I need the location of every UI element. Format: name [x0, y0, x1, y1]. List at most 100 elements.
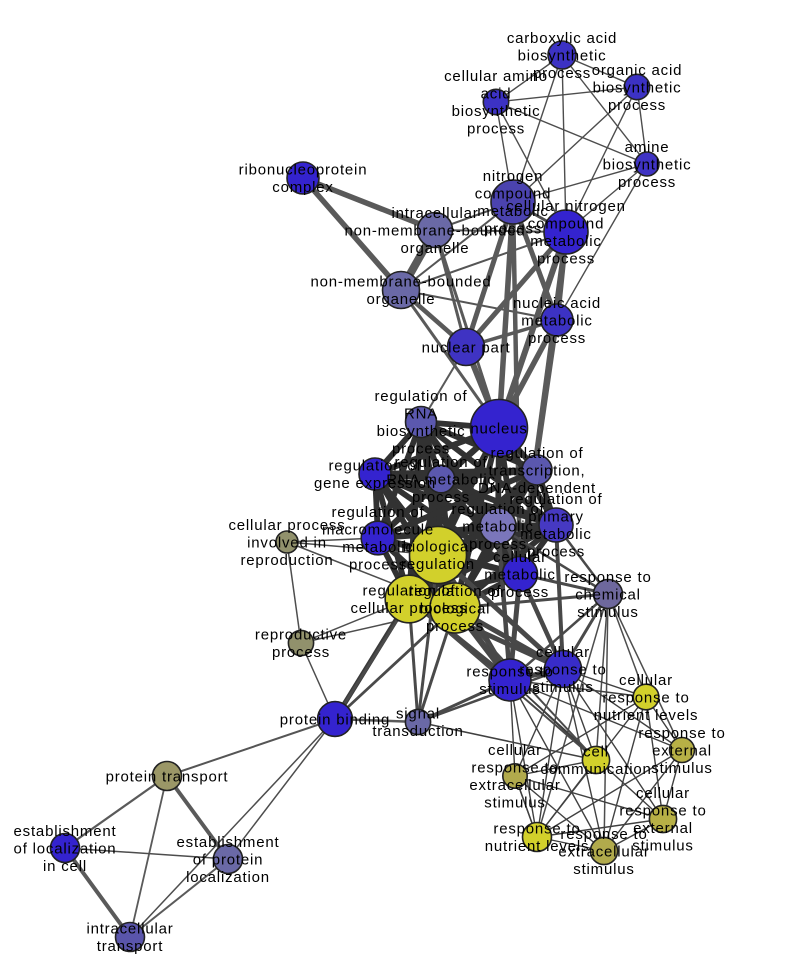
svg-text:nutrient levels: nutrient levels — [594, 707, 699, 724]
svg-text:stimulus: stimulus — [484, 795, 545, 812]
svg-text:reproduction: reproduction — [241, 552, 334, 569]
svg-text:complex: complex — [272, 179, 333, 196]
svg-text:stimulus: stimulus — [479, 681, 540, 698]
svg-text:extracellular: extracellular — [558, 843, 649, 860]
svg-text:process: process — [484, 221, 542, 238]
svg-text:cell: cell — [583, 744, 609, 761]
svg-text:cellular: cellular — [619, 672, 673, 689]
svg-text:RNA metabolic: RNA metabolic — [386, 471, 496, 488]
svg-text:response to: response to — [638, 725, 725, 742]
svg-text:stimulus: stimulus — [651, 760, 712, 777]
svg-text:involved in: involved in — [247, 534, 327, 551]
svg-text:cellular process: cellular process — [350, 600, 467, 617]
svg-text:organelle: organelle — [367, 291, 436, 308]
svg-text:process: process — [426, 618, 484, 635]
svg-text:establishment: establishment — [14, 823, 117, 840]
svg-text:transduction: transduction — [372, 723, 463, 740]
svg-text:organic acid: organic acid — [592, 62, 682, 79]
svg-text:response to: response to — [560, 826, 647, 843]
svg-text:metabolic: metabolic — [477, 203, 548, 220]
svg-text:intracellular: intracellular — [86, 921, 173, 938]
svg-text:biosynthetic: biosynthetic — [593, 79, 682, 96]
svg-text:stimulus: stimulus — [632, 838, 693, 855]
svg-text:nuclear part: nuclear part — [422, 339, 511, 356]
svg-text:process: process — [392, 441, 450, 458]
svg-text:cellular process: cellular process — [228, 517, 345, 534]
svg-text:process: process — [272, 644, 330, 661]
svg-text:biological: biological — [420, 600, 491, 617]
svg-text:response to: response to — [602, 689, 689, 706]
svg-text:macromolecule: macromolecule — [322, 522, 434, 539]
svg-text:process: process — [491, 584, 549, 601]
svg-text:non-membrane-bounded: non-membrane-bounded — [310, 274, 491, 291]
svg-text:stimulus: stimulus — [577, 604, 638, 621]
svg-text:metabolic: metabolic — [462, 518, 533, 535]
svg-text:response to: response to — [564, 569, 651, 586]
svg-text:signal: signal — [396, 706, 440, 723]
svg-text:cellular amino: cellular amino — [444, 68, 548, 85]
svg-text:process: process — [533, 65, 591, 82]
svg-text:extracellular: extracellular — [469, 777, 560, 794]
svg-text:RNA: RNA — [404, 406, 438, 423]
svg-text:DNA-dependent: DNA-dependent — [478, 480, 596, 497]
svg-text:stimulus: stimulus — [532, 679, 593, 696]
svg-text:regulation of: regulation of — [395, 454, 488, 471]
svg-text:establishment: establishment — [177, 834, 280, 851]
svg-text:compound: compound — [475, 186, 551, 203]
svg-text:nitrogen: nitrogen — [483, 168, 544, 185]
svg-text:in cell: in cell — [43, 858, 87, 875]
svg-text:process: process — [527, 544, 585, 561]
svg-text:process: process — [608, 97, 666, 114]
svg-text:nutrient levels: nutrient levels — [485, 838, 590, 855]
svg-text:transport: transport — [97, 938, 163, 955]
svg-text:regulation of: regulation of — [510, 491, 603, 508]
svg-text:regulation of: regulation of — [491, 445, 584, 462]
svg-text:response to: response to — [471, 760, 558, 777]
svg-text:nucleic acid: nucleic acid — [513, 295, 601, 312]
svg-text:biosynthetic: biosynthetic — [518, 47, 607, 64]
svg-text:localization: localization — [186, 869, 270, 886]
svg-text:carboxylic acid: carboxylic acid — [507, 30, 617, 47]
svg-text:regulation of: regulation of — [452, 501, 545, 518]
svg-text:cellular: cellular — [636, 785, 690, 802]
svg-text:cellular: cellular — [536, 644, 590, 661]
svg-text:response to: response to — [519, 661, 606, 678]
svg-text:process: process — [528, 330, 586, 347]
svg-text:cellular: cellular — [488, 742, 542, 759]
svg-text:cellular: cellular — [493, 549, 547, 566]
svg-text:process: process — [469, 536, 527, 553]
svg-text:acid: acid — [481, 86, 512, 103]
svg-text:amine: amine — [625, 139, 670, 156]
svg-text:response to: response to — [493, 821, 580, 838]
svg-text:process: process — [467, 121, 525, 138]
svg-text:regulation of: regulation of — [375, 388, 468, 405]
svg-text:nucleus: nucleus — [470, 420, 527, 437]
svg-text:biosynthetic: biosynthetic — [377, 423, 466, 440]
svg-text:regulation of: regulation of — [329, 458, 422, 475]
svg-text:biosynthetic: biosynthetic — [603, 156, 692, 173]
svg-text:metabolic: metabolic — [521, 312, 592, 329]
svg-text:metabolic: metabolic — [520, 526, 591, 543]
svg-text:transcription,: transcription, — [488, 462, 585, 479]
svg-text:gene expression: gene expression — [314, 475, 436, 492]
svg-text:protein binding: protein binding — [280, 711, 390, 728]
svg-text:ribonucleoprotein: ribonucleoprotein — [239, 162, 368, 179]
svg-text:compound: compound — [528, 216, 604, 233]
svg-text:regulation: regulation — [401, 556, 475, 573]
svg-text:stimulus: stimulus — [573, 861, 634, 878]
svg-text:intracellular: intracellular — [391, 205, 478, 222]
svg-text:process: process — [349, 557, 407, 574]
svg-text:metabolic: metabolic — [342, 539, 413, 556]
svg-text:external: external — [633, 820, 693, 837]
svg-text:of protein: of protein — [193, 851, 264, 868]
svg-text:response to: response to — [466, 664, 553, 681]
svg-text:response to: response to — [619, 803, 706, 820]
svg-text:regulation of: regulation of — [363, 583, 456, 600]
svg-text:non-membrane-bounded: non-membrane-bounded — [344, 222, 525, 239]
svg-text:biological: biological — [403, 539, 474, 556]
svg-text:of localization: of localization — [14, 840, 117, 857]
svg-text:primary: primary — [528, 509, 584, 526]
svg-text:chemical: chemical — [575, 586, 641, 603]
svg-text:metabolic: metabolic — [484, 566, 555, 583]
svg-text:regulation of: regulation of — [332, 504, 425, 521]
